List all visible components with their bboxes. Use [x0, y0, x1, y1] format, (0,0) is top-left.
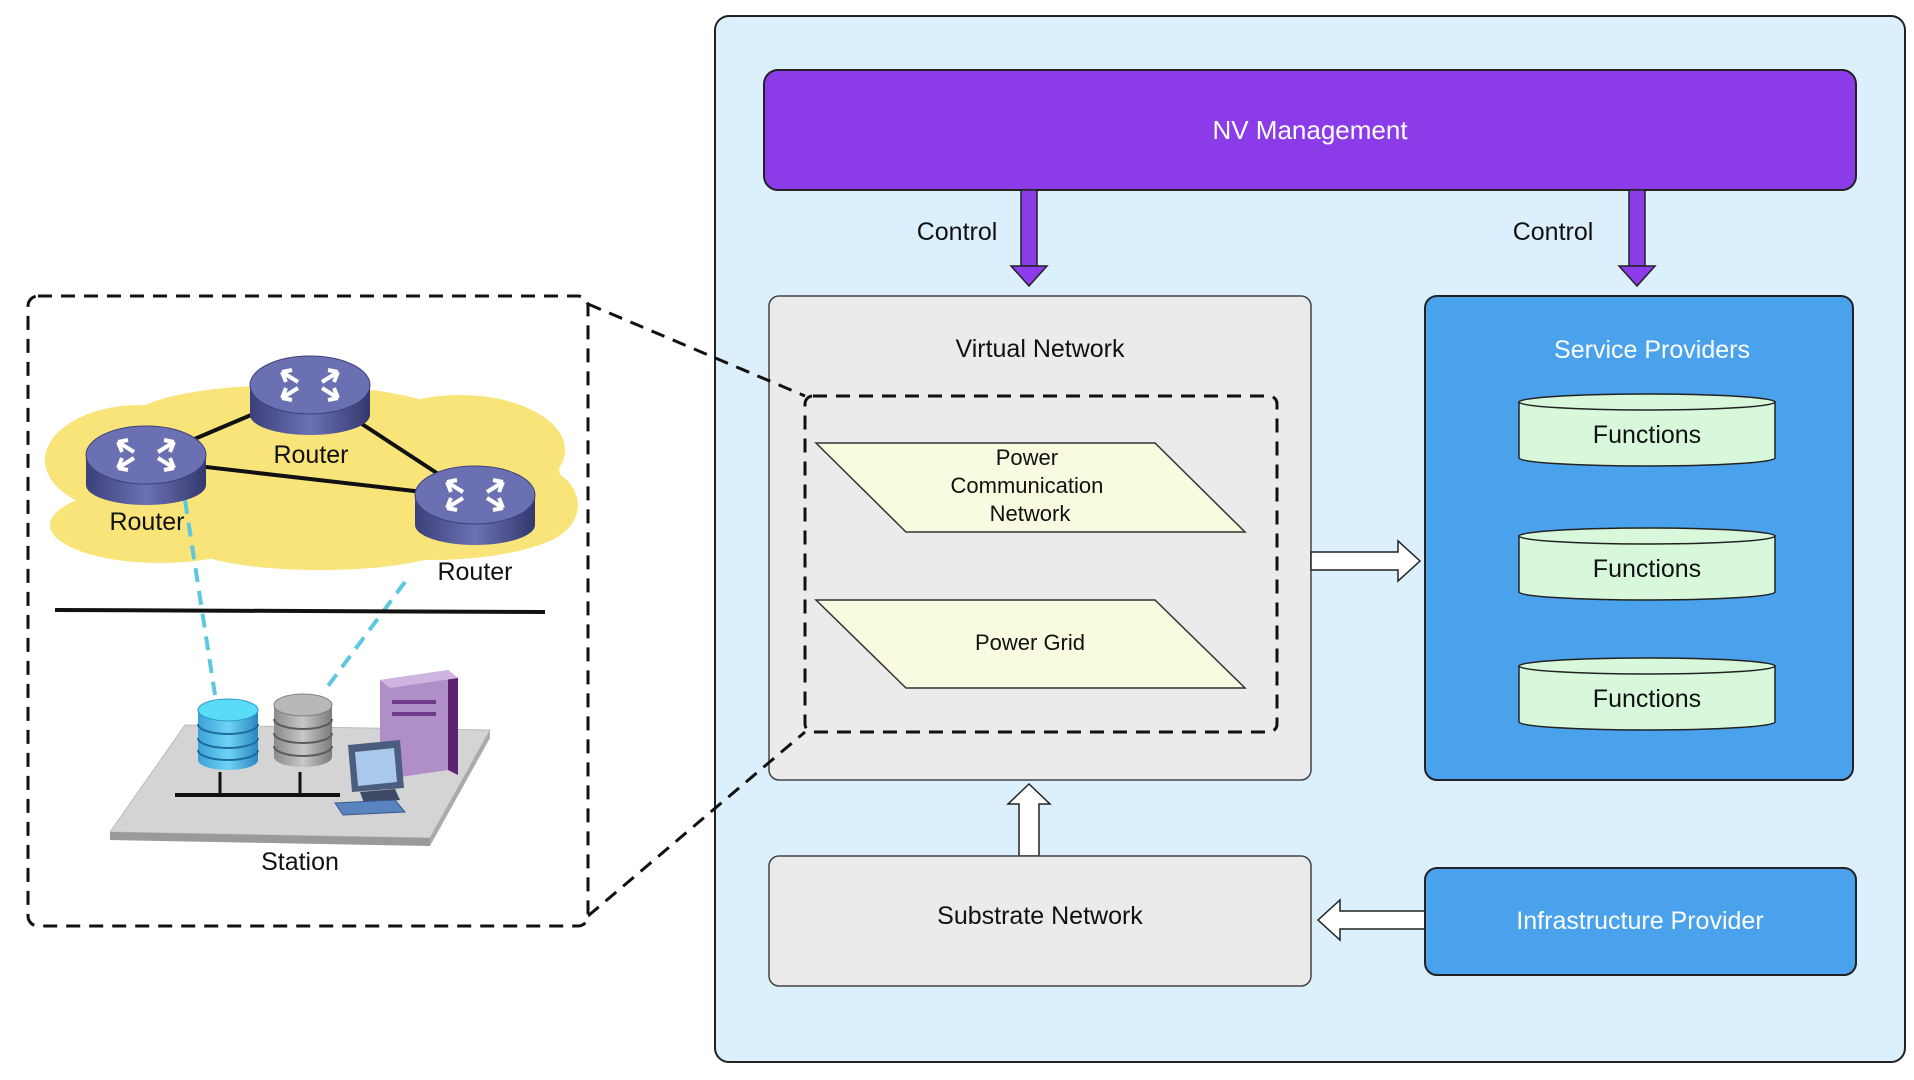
- station-label: Station: [261, 848, 339, 876]
- power-grid-layer: [814, 599, 1247, 689]
- router-icon: [249, 355, 371, 435]
- control-arrow-right: [1617, 189, 1657, 288]
- substrate-network-box: [768, 855, 1312, 987]
- storage-icon: [273, 693, 333, 767]
- router-label: Router: [273, 441, 348, 469]
- function-cylinder: Functions: [1518, 393, 1776, 467]
- router-icon: [85, 425, 207, 505]
- control-label-left: Control: [917, 218, 998, 246]
- virtual-network-title: Virtual Network: [955, 335, 1125, 363]
- power-communication-network-label: Power Communication Network: [951, 445, 1110, 526]
- infrastructure-to-substrate-arrow: [1316, 898, 1426, 942]
- virtual-network-zoom-region: [803, 394, 1279, 734]
- substrate-network-label: Substrate Network: [937, 902, 1143, 930]
- router-label: Router: [109, 508, 184, 536]
- nv-management-label: NV Management: [1212, 115, 1408, 145]
- substrate-to-virtual-arrow: [1006, 782, 1052, 857]
- control-label-right: Control: [1513, 218, 1594, 246]
- nv-management-box: [763, 69, 1857, 191]
- zoom-connector-bottom: [587, 730, 806, 918]
- infrastructure-provider-box: [1424, 867, 1857, 976]
- service-providers-title: Service Providers: [1554, 336, 1750, 364]
- virtual-to-service-arrow: [1310, 539, 1422, 583]
- function-cylinder: Functions: [1518, 657, 1776, 731]
- router-icon: [414, 465, 536, 545]
- computer-icon: [334, 740, 407, 816]
- function-label: Functions: [1593, 685, 1701, 713]
- function-cylinder: Functions: [1518, 527, 1776, 601]
- database-icon: [197, 698, 259, 770]
- function-label: Functions: [1593, 421, 1701, 449]
- network-station-divider: [54, 608, 546, 614]
- function-label: Functions: [1593, 555, 1701, 583]
- station-links: [183, 499, 407, 696]
- power-grid-label: Power Grid: [975, 630, 1085, 655]
- control-arrow-left: [1009, 189, 1049, 288]
- zoom-connector-top: [587, 302, 806, 398]
- power-communication-network-layer: [814, 442, 1247, 533]
- infrastructure-provider-label: Infrastructure Provider: [1516, 907, 1763, 935]
- router-label: Router: [437, 558, 512, 586]
- virtual-network-box: [768, 295, 1312, 781]
